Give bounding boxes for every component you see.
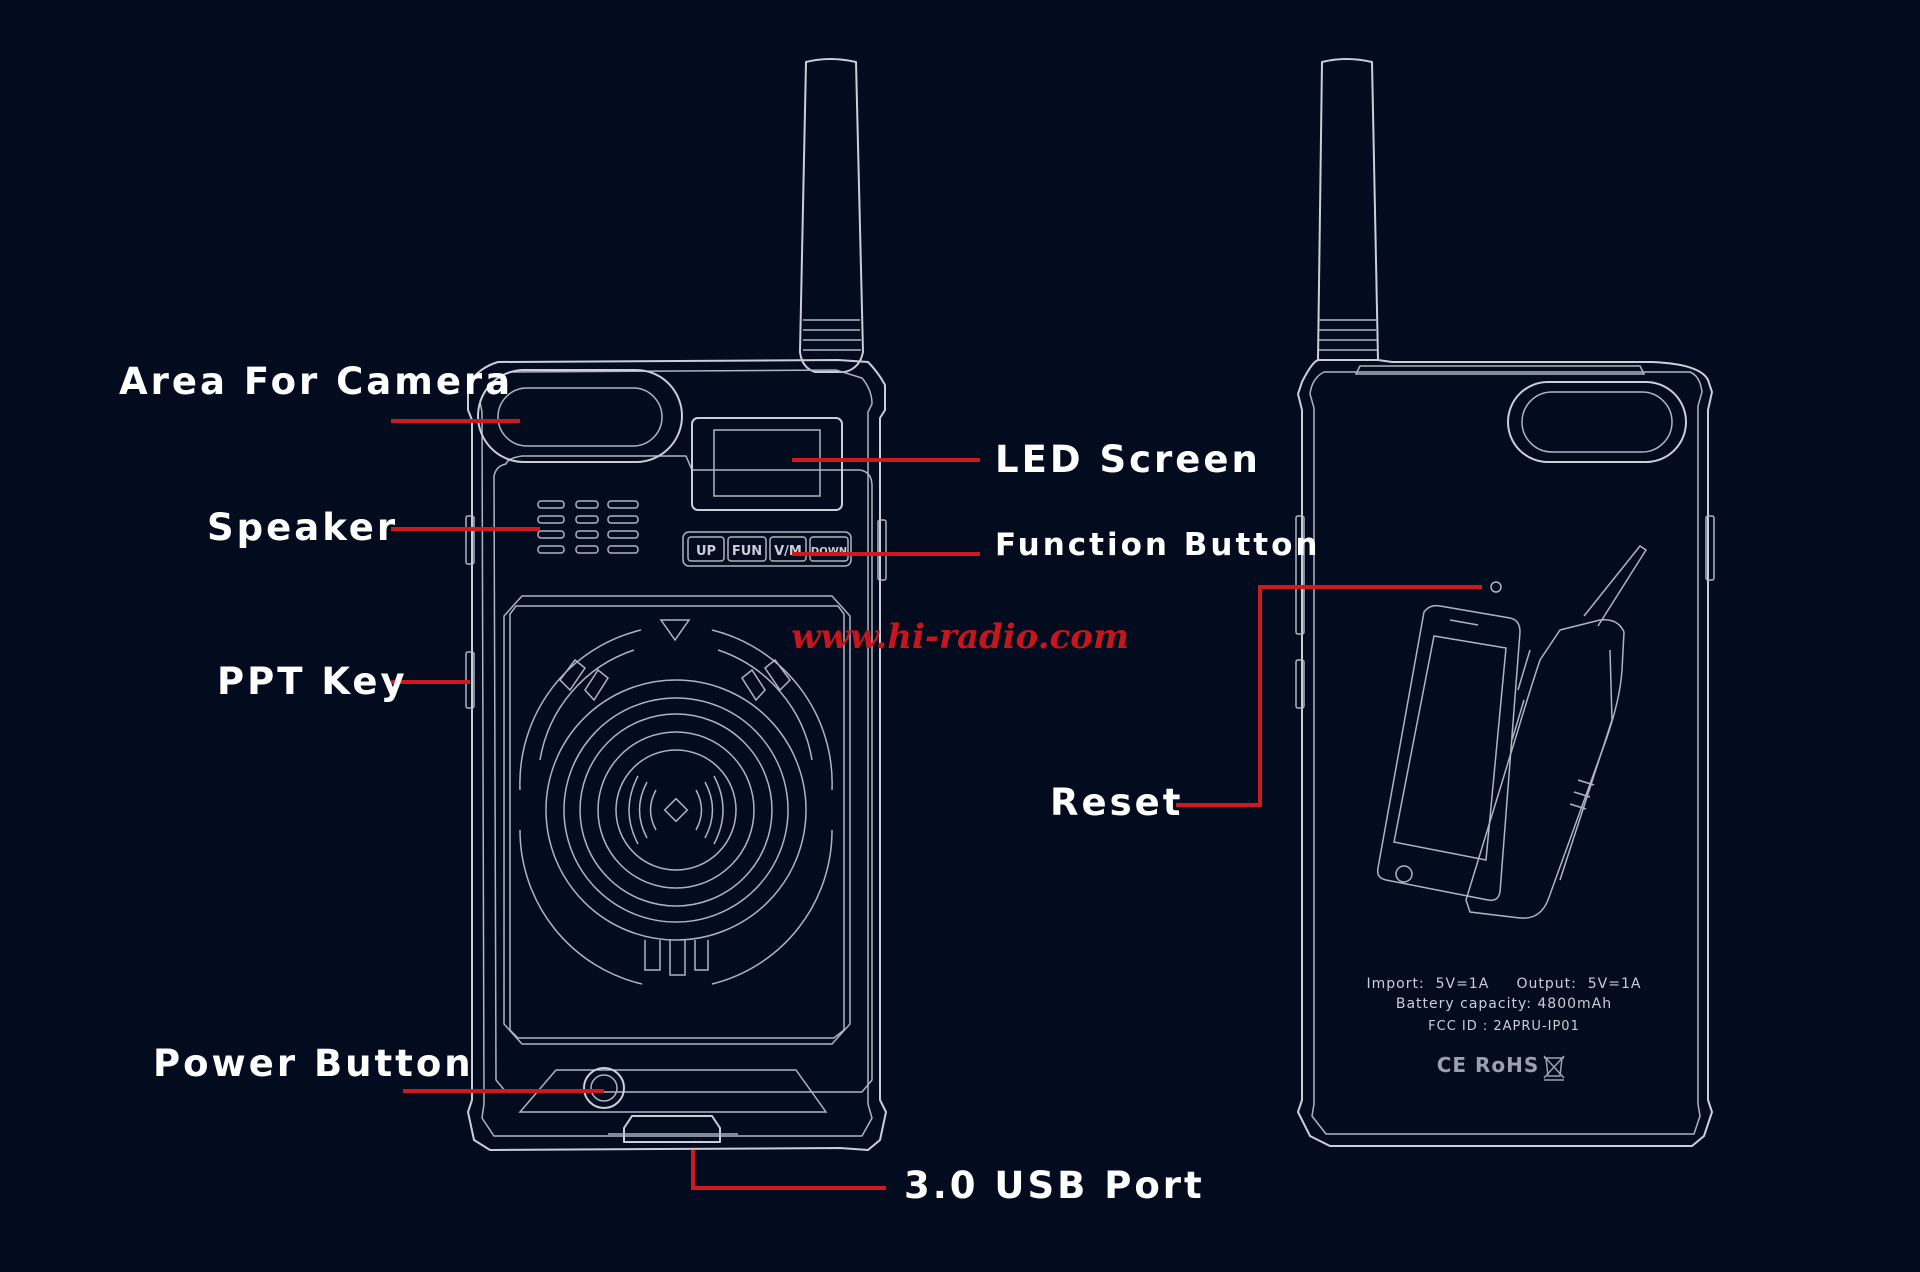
weee-bin-icon [1543, 1055, 1565, 1081]
label-power-button: Power Button [153, 1042, 474, 1085]
leader-reset [1176, 585, 1482, 807]
callout-labels: Area For Camera Speaker PPT Key Power Bu… [119, 360, 1320, 1207]
spec-fcc-id: FCC ID : 2APRU-IP01 [1428, 1019, 1580, 1034]
back-device: Import: 5V=1A Output: 5V=1A Battery capa… [1295, 58, 1715, 1147]
led-screen [691, 417, 843, 511]
key-up: UP [696, 544, 716, 559]
back-side-buttons [1295, 515, 1715, 709]
leader-lines [391, 419, 1482, 1190]
wireless-charging-icon [628, 775, 724, 845]
camera-area [477, 369, 683, 463]
back-camera-area [1507, 381, 1687, 463]
back-specs: Import: 5V=1A Output: 5V=1A Battery capa… [1367, 976, 1642, 1081]
label-usb-port: 3.0 USB Port [904, 1164, 1205, 1207]
spec-input-output: Import: 5V=1A Output: 5V=1A [1367, 976, 1642, 992]
label-function-button: Function Button [995, 527, 1320, 563]
cert-marks: CE RoHS [1437, 1053, 1540, 1077]
watermark: www.hi-radio.com [791, 617, 1129, 657]
label-reset: Reset [1050, 781, 1183, 824]
back-body-outline [1297, 359, 1713, 1147]
charging-pad [503, 595, 851, 1045]
phone-in-case-illustration [1376, 544, 1648, 919]
front-body-outline [467, 359, 887, 1151]
leader-usb-port [691, 1150, 886, 1190]
spec-battery: Battery capacity: 4800mAh [1396, 996, 1612, 1012]
label-led-screen: LED Screen [995, 438, 1261, 481]
back-antenna [1317, 58, 1379, 361]
label-speaker: Speaker [207, 506, 398, 549]
front-device: UP FUN V/M DOWN [465, 58, 887, 1151]
key-vm: V/M [774, 544, 802, 559]
key-fun: FUN [732, 544, 762, 559]
key-down: DOWN [811, 546, 847, 557]
label-ppt-key: PPT Key [217, 660, 408, 703]
speaker-grille [537, 500, 639, 554]
front-antenna [799, 58, 864, 373]
reset-hole [1490, 581, 1502, 593]
usb-port [608, 1115, 738, 1143]
label-camera: Area For Camera [119, 360, 513, 403]
power-button [518, 1067, 828, 1113]
